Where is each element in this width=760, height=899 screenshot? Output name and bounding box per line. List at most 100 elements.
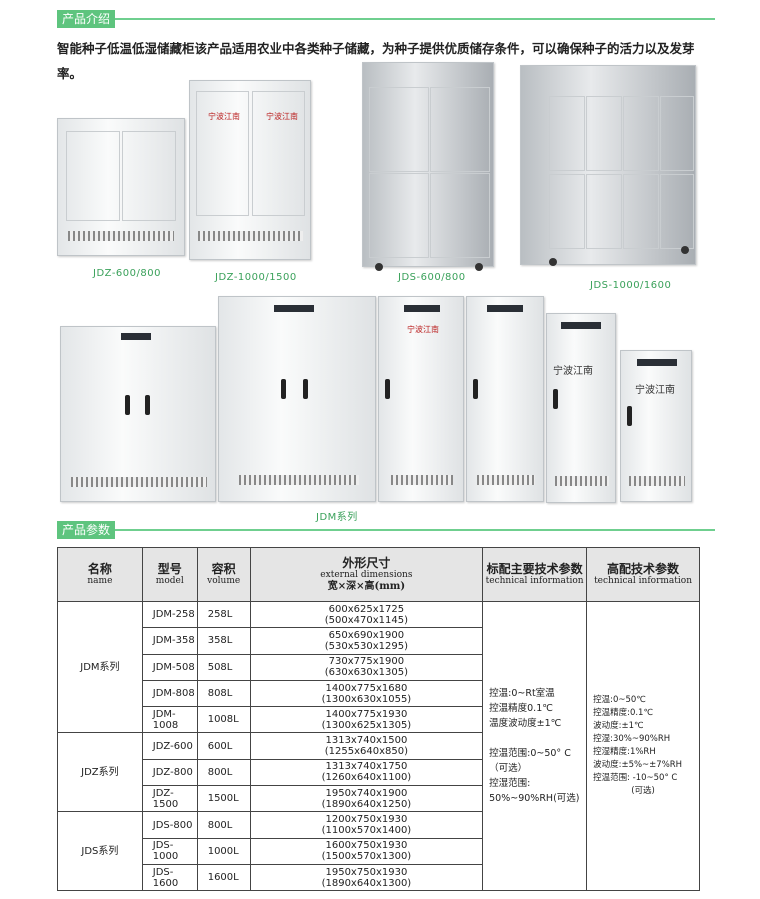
external-dims: 1313x740x1500 (325, 735, 408, 747)
volume-cell: 800L (196, 758, 251, 787)
header-cn: 高配技术参数 (607, 561, 680, 576)
volume-cell: 1500L (196, 785, 251, 813)
cabinet-jdm-1008 (60, 326, 216, 502)
dimensions-cell: 1313x740x1750(1260x640x1100) (249, 758, 484, 787)
header-en: model (155, 575, 184, 586)
model-cell: JDM-1008 (141, 706, 198, 734)
dimensions-cell: 1200x750x1930(1100x570x1400) (249, 811, 484, 839)
divider (115, 18, 716, 20)
dimensions-cell: 1950x740x1900(1890x640x1250) (249, 785, 484, 813)
header-sub: 宽×深×高(mm) (327, 580, 406, 592)
internal-dims: (1890x640x1300) (321, 877, 412, 889)
cabinet-jdz-1000: 宁波江南宁波江南 (189, 80, 311, 260)
series-name: JDM系列 (57, 600, 143, 734)
cabinet-jdm-358 (466, 296, 544, 502)
internal-dims: (1500x570x1300) (321, 851, 412, 863)
internal-dims: (1260x640x1100) (321, 772, 412, 784)
model-cell: JDZ-800 (141, 758, 198, 787)
volume-cell: 600L (196, 732, 251, 760)
cabinet-jdm-808 (218, 296, 376, 502)
spec-line: 控温范围:0~50° C (489, 748, 571, 760)
internal-dims: (500x470x1145) (324, 614, 409, 626)
model-cell: JDS-1600 (141, 863, 198, 892)
model-cell: JDZ-1500 (141, 785, 198, 813)
cabinet-jds-600 (362, 62, 494, 271)
volume-cell: 1008L (196, 706, 251, 734)
dimensions-cell: 600x625x1725(500x470x1145) (249, 600, 484, 629)
section-header-params: 产品参数 (57, 521, 716, 539)
internal-dims: (530x530x1295) (324, 640, 409, 652)
volume-cell: 1000L (196, 837, 251, 865)
internal-dims: (1300x630x1055) (321, 693, 412, 705)
spec-line: 控温范围: -10~50° C (593, 773, 678, 784)
external-dims: 1950x740x1900 (325, 787, 408, 799)
spec-line: 控湿:30%~90%RH (593, 734, 671, 745)
dimensions-cell: 730x775x1900(630x630x1305) (249, 653, 484, 681)
dimensions-cell: 1400x775x1680(1300x630x1055) (249, 679, 484, 708)
external-dims: 1400x775x1680 (325, 682, 408, 694)
volume-cell: 358L (196, 627, 251, 655)
header-en: name (87, 575, 113, 586)
volume-cell: 800L (196, 811, 251, 839)
cabinet-jdm-258: 宁波江南 (546, 313, 616, 503)
cabinet-jdm-508: 宁波江南 (378, 296, 464, 502)
spec-line: 控温精度0.1℃ (489, 703, 553, 715)
intro-text: 智能种子低温低湿储藏柜该产品适用农业中各类种子储藏，为种子提供优质储存条件，可以… (57, 41, 695, 81)
divider (115, 529, 716, 531)
dimensions-cell: 1400x775x1930(1300x625x1305) (249, 706, 484, 734)
volume-cell: 508L (196, 653, 251, 681)
internal-dims: (1890x640x1250) (321, 798, 412, 810)
volume-cell: 258L (196, 600, 251, 629)
model-cell: JDM-258 (141, 600, 198, 629)
dimensions-cell: 650x690x1900(530x530x1295) (249, 627, 484, 655)
external-dims: 1200x750x1930 (325, 814, 408, 826)
dimensions-cell: 1950x750x1930(1890x640x1300) (249, 863, 484, 892)
external-dims: 1600x750x1930 (325, 840, 408, 852)
spec-line: 控湿范围: (489, 778, 531, 790)
model-cell: JDZ-600 (141, 732, 198, 760)
external-dims: 1950x750x1930 (325, 866, 408, 878)
model-cell: JDM-508 (141, 653, 198, 681)
model-cell: JDS-800 (141, 811, 198, 839)
spec-line: (可选) (631, 786, 655, 797)
header-cn: 标配主要技术参数 (486, 561, 583, 576)
volume-cell: 1600L (196, 863, 251, 892)
external-dims: 730x775x1900 (328, 656, 405, 668)
header-en: technical information (485, 575, 584, 586)
external-dims: 600x625x1725 (328, 603, 405, 615)
header-cn: 名称 (87, 561, 112, 576)
label-jdz-1000-1500: JDZ-1000/1500 (215, 272, 297, 283)
internal-dims: (1100x570x1400) (321, 825, 412, 837)
model-cell: JDM-808 (141, 679, 198, 708)
header-en: technical information (594, 575, 692, 586)
label-jds-600-800: JDS-600/800 (398, 272, 466, 283)
dimensions-cell: 1313x740x1500(1255x640x850) (249, 732, 484, 760)
label-jds-1000-1600: JDS-1000/1600 (590, 280, 672, 291)
header-en: volume (207, 575, 241, 586)
series-name: JDS系列 (57, 811, 143, 892)
spec-line: 控温:0~Rt室温 (489, 688, 555, 700)
spec-line: 50%~90%RH(可选) (489, 793, 580, 805)
external-dims: 650x690x1900 (328, 629, 405, 641)
header-cn: 容积 (211, 561, 236, 576)
dimensions-cell: 1600x750x1930(1500x570x1300) (249, 837, 484, 865)
header-en: external dimensions (320, 569, 413, 580)
external-dims: 1400x775x1930 (325, 708, 408, 720)
label-jdm: JDM系列 (316, 512, 358, 523)
